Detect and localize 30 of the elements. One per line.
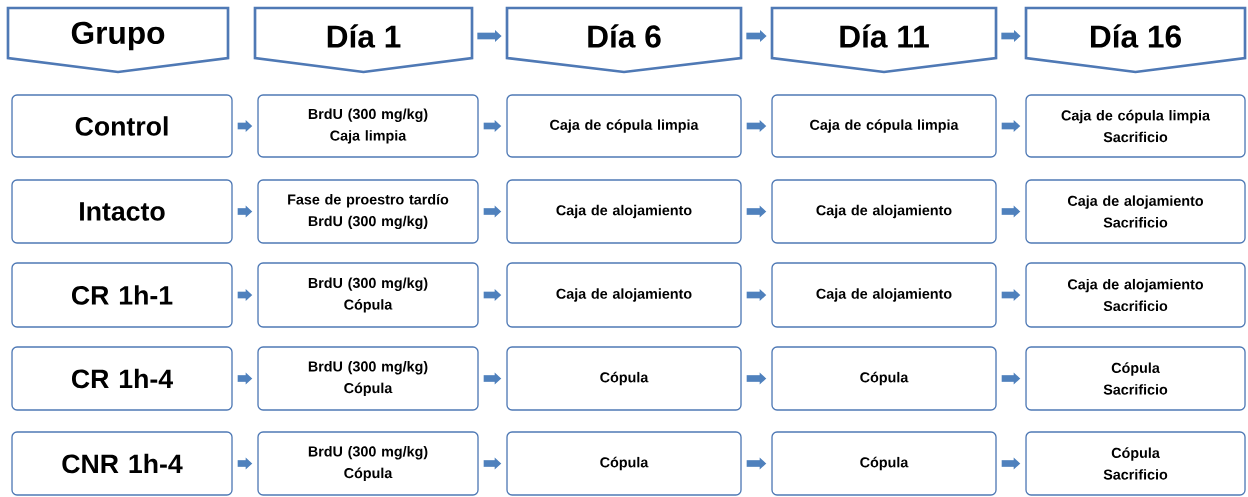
step-box: Cópula: [506, 431, 742, 496]
group-box: CNR 1h-4: [11, 431, 233, 496]
step-box: Caja de alojamiento: [506, 179, 742, 244]
step-box: BrdU (300 mg/kg) Cópula: [257, 262, 479, 328]
column-header: Día 16: [1024, 6, 1247, 74]
step-box: Caja de alojamiento: [771, 179, 997, 244]
column-header: Día 6: [505, 6, 743, 74]
step-box: Caja de alojamiento Sacrificio: [1025, 179, 1246, 244]
step-box: Caja de alojamiento: [506, 262, 742, 328]
group-box: Intacto: [11, 179, 233, 244]
step-box: Caja de alojamiento: [771, 262, 997, 328]
step-box: Cópula Sacrificio: [1025, 346, 1246, 411]
step-box: Caja de cópula limpia: [771, 94, 997, 158]
column-header: Día 11: [770, 6, 998, 74]
step-box: BrdU (300 mg/kg) Cópula: [257, 431, 479, 496]
step-box: BrdU (300 mg/kg) Cópula: [257, 346, 479, 411]
step-box: Cópula: [506, 346, 742, 411]
group-box: Control: [11, 94, 233, 158]
step-box: BrdU (300 mg/kg) Caja limpia: [257, 94, 479, 158]
group-box: CR 1h-1: [11, 262, 233, 328]
step-box: Caja de cópula limpia: [506, 94, 742, 158]
step-box: Fase de proestro tardío BrdU (300 mg/kg): [257, 179, 479, 244]
column-header: Día 1: [253, 6, 474, 74]
step-box: Cópula: [771, 346, 997, 411]
step-box: Caja de cópula limpia Sacrificio: [1025, 94, 1246, 158]
step-box: Cópula: [771, 431, 997, 496]
step-box: Caja de alojamiento Sacrificio: [1025, 262, 1246, 328]
group-box: CR 1h-4: [11, 346, 233, 411]
column-header: Grupo: [6, 6, 230, 74]
step-box: Cópula Sacrificio: [1025, 431, 1246, 496]
